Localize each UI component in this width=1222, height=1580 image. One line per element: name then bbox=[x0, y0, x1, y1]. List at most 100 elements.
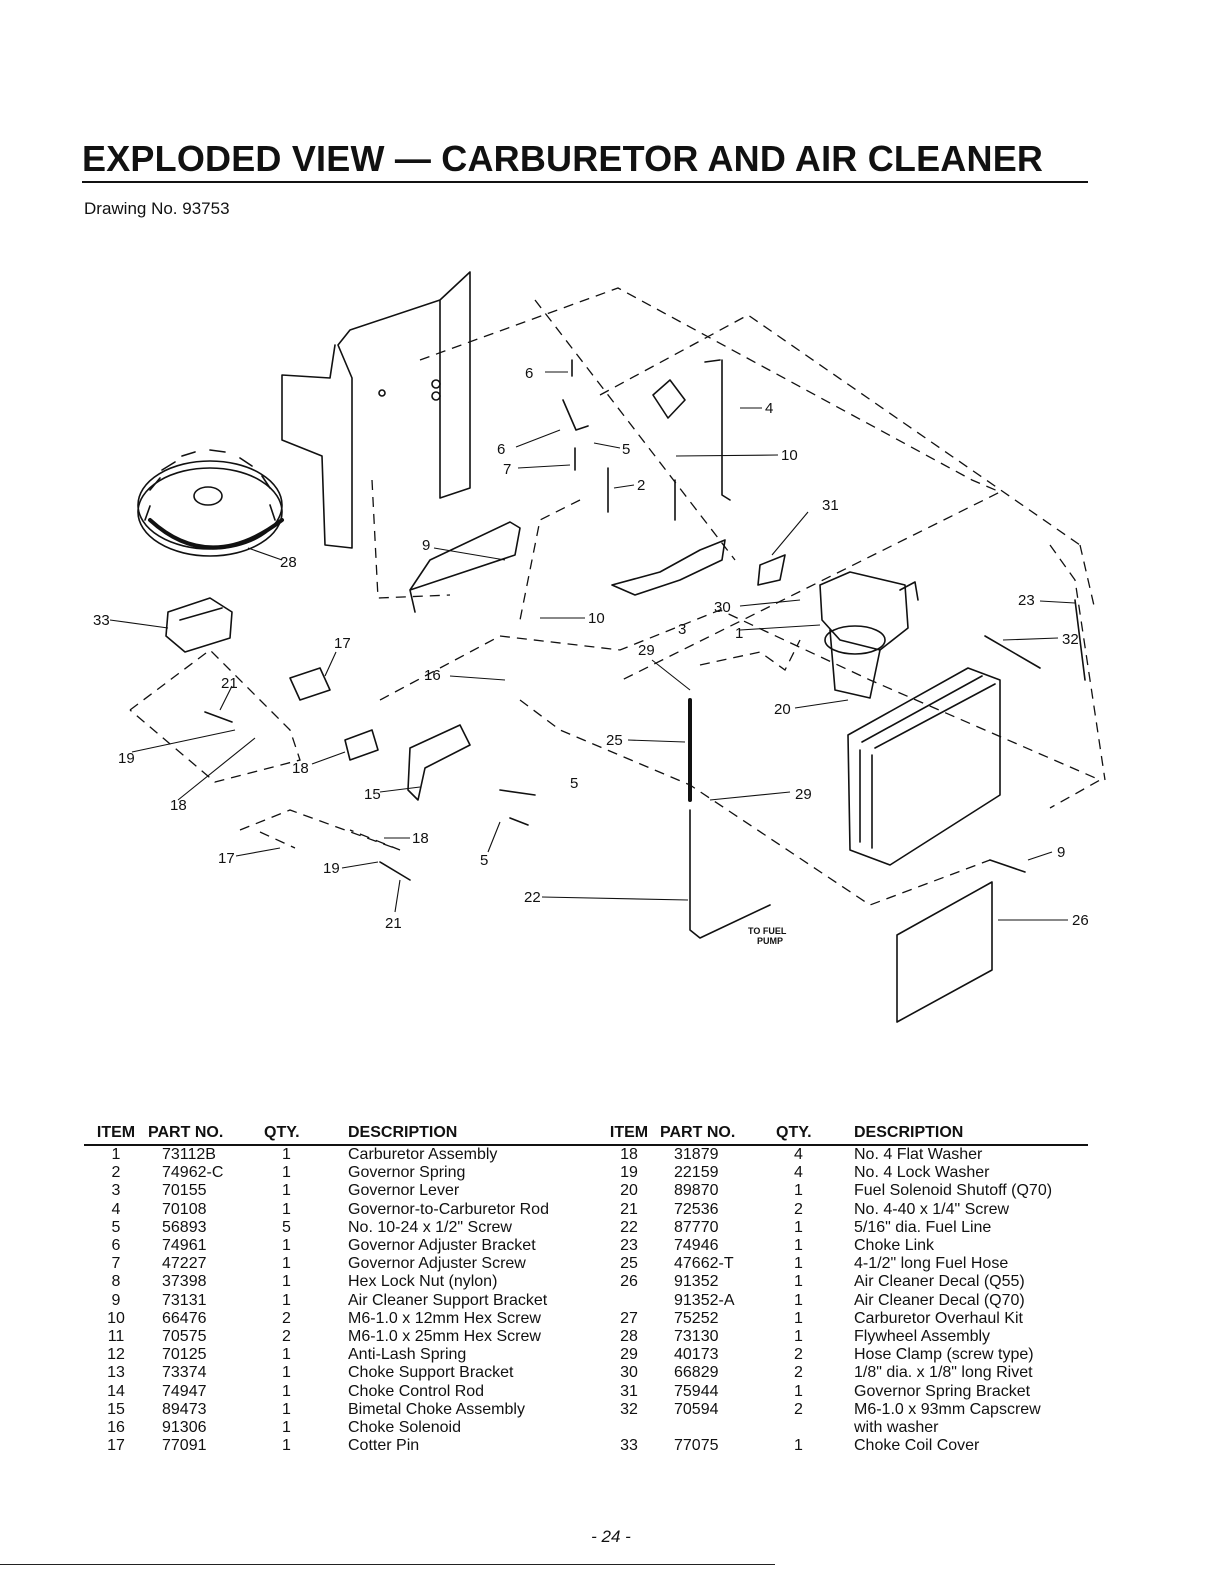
cell-description: M6-1.0 x 25mm Hex Screw bbox=[348, 1328, 541, 1346]
cell-qty-2: 2 bbox=[794, 1346, 803, 1364]
cell-qty: 2 bbox=[282, 1309, 291, 1327]
page-number: - 24 - bbox=[591, 1527, 631, 1546]
cell-part-no: 70575 bbox=[162, 1328, 207, 1346]
cell-qty-2: 4 bbox=[794, 1146, 803, 1163]
governor-lever-drawing bbox=[611, 539, 726, 596]
cell-qty: 1 bbox=[282, 1164, 291, 1182]
callout-23: 23 bbox=[1018, 592, 1035, 609]
cell-qty-2: 4 bbox=[794, 1164, 803, 1182]
choke-coil-cover-drawing bbox=[165, 597, 233, 653]
cell-item-2: 18 bbox=[620, 1146, 638, 1163]
decal-drawing bbox=[896, 881, 993, 1023]
cell-description: Governor Adjuster Bracket bbox=[348, 1237, 536, 1255]
cell-description: No. 10-24 x 1/2" Screw bbox=[348, 1218, 512, 1236]
flywheel-drawing bbox=[137, 449, 284, 557]
engine-shroud-drawing bbox=[281, 271, 471, 549]
header-part-no-2: PART NO. bbox=[660, 1124, 776, 1146]
cell-part-no: 91306 bbox=[162, 1419, 207, 1437]
cell-qty: 1 bbox=[282, 1400, 291, 1418]
cell-item: 5 bbox=[111, 1218, 121, 1236]
cell-qty-2: 1 bbox=[794, 1182, 803, 1200]
fuel-pump-label-line1: TO FUEL bbox=[748, 926, 787, 936]
cell-qty-2: 1 bbox=[794, 1309, 803, 1327]
cell-item-2: 21 bbox=[620, 1200, 638, 1218]
cell-qty: 2 bbox=[282, 1328, 291, 1346]
cell-qty: 1 bbox=[282, 1346, 291, 1364]
cell-item-2: 26 bbox=[620, 1273, 638, 1291]
callout-16: 18 bbox=[292, 760, 309, 777]
cell-part-no-2: 89870 bbox=[674, 1182, 719, 1200]
cell-part-no-2: 47662-T bbox=[674, 1255, 734, 1273]
header-description-2: DESCRIPTION bbox=[854, 1124, 1088, 1146]
cell-item-2: 28 bbox=[620, 1328, 638, 1346]
cell-qty-2: 1 bbox=[794, 1291, 803, 1309]
callout-13: 15 bbox=[364, 786, 381, 803]
cell-qty: 1 bbox=[282, 1419, 291, 1437]
callout-1: 1 bbox=[735, 625, 743, 642]
cell-description-2: Fuel Solenoid Shutoff (Q70) bbox=[854, 1182, 1053, 1200]
cell-qty-2: 1 bbox=[794, 1237, 803, 1255]
cell-part-no: 47227 bbox=[162, 1255, 207, 1273]
cell-qty: 1 bbox=[282, 1382, 291, 1400]
cell-qty: 1 bbox=[282, 1437, 291, 1455]
fuel-pump-label-line2: PUMP bbox=[757, 936, 783, 946]
cell-item-2: 31 bbox=[620, 1382, 638, 1400]
cell-part-no-2: 31879 bbox=[674, 1146, 719, 1163]
callout-3: 3 bbox=[678, 621, 686, 638]
table-header-row: ITEM PART NO. QTY. DESCRIPTION ITEM PART… bbox=[84, 1124, 1088, 1146]
callout-6: 6 bbox=[497, 441, 505, 458]
cell-part-no-2: 75252 bbox=[674, 1309, 719, 1327]
cell-item: 16 bbox=[107, 1419, 125, 1437]
header-item-2: ITEM bbox=[598, 1124, 660, 1146]
cell-part-no: 74961 bbox=[162, 1237, 207, 1255]
cell-description: Cotter Pin bbox=[348, 1437, 420, 1455]
cell-description-2: 4-1/2" long Fuel Hose bbox=[854, 1255, 1009, 1273]
callout-10: 10 bbox=[588, 610, 605, 627]
header-item: ITEM bbox=[84, 1124, 148, 1146]
cell-item-2: 19 bbox=[620, 1164, 638, 1182]
cell-qty-2: 2 bbox=[794, 1364, 803, 1382]
cell-description: Choke Control Rod bbox=[348, 1382, 485, 1400]
cell-part-no: 70125 bbox=[162, 1346, 207, 1364]
cell-description: Choke Support Bracket bbox=[348, 1364, 514, 1382]
cell-part-no: 77091 bbox=[162, 1437, 207, 1455]
cell-part-no-2: 77075 bbox=[674, 1437, 719, 1455]
cell-qty-2: 1 bbox=[794, 1328, 803, 1346]
support-bracket-drawing bbox=[409, 521, 521, 613]
cell-description: Air Cleaner Support Bracket bbox=[348, 1291, 548, 1309]
callout-17: 17 bbox=[218, 850, 235, 867]
cell-description: Anti-Lash Spring bbox=[348, 1346, 467, 1364]
callout-2: 2 bbox=[637, 477, 645, 494]
cell-part-no: 73131 bbox=[162, 1291, 207, 1309]
cell-part-no-2: 40173 bbox=[674, 1346, 719, 1364]
cell-item-2: 29 bbox=[620, 1346, 638, 1364]
cell-qty: 1 bbox=[282, 1273, 291, 1291]
callout-labels: 6 4 6 5 10 7 2 31 9 28 30 23 10 33 3 1 3… bbox=[93, 365, 1089, 946]
callout-5c: 5 bbox=[480, 852, 488, 869]
carburetor-drawing bbox=[819, 571, 919, 699]
callout-22: 22 bbox=[524, 889, 541, 906]
cell-description-2: Governor Spring Bracket bbox=[854, 1382, 1031, 1400]
cell-description: Governor Spring bbox=[348, 1164, 466, 1182]
cell-description-2: Air Cleaner Decal (Q55) bbox=[854, 1273, 1025, 1291]
cell-part-no: 73374 bbox=[162, 1364, 207, 1382]
cell-item-2 bbox=[598, 1419, 660, 1437]
cell-qty: 1 bbox=[282, 1364, 291, 1382]
cell-qty: 1 bbox=[282, 1182, 291, 1200]
cell-part-no-2: 87770 bbox=[674, 1218, 719, 1236]
cell-description-2: Flywheel Assembly bbox=[854, 1328, 991, 1346]
callout-30: 30 bbox=[714, 599, 731, 616]
cell-qty-2: 1 bbox=[794, 1382, 803, 1400]
cell-item-2 bbox=[598, 1292, 660, 1310]
cell-item-2: 30 bbox=[620, 1364, 638, 1382]
